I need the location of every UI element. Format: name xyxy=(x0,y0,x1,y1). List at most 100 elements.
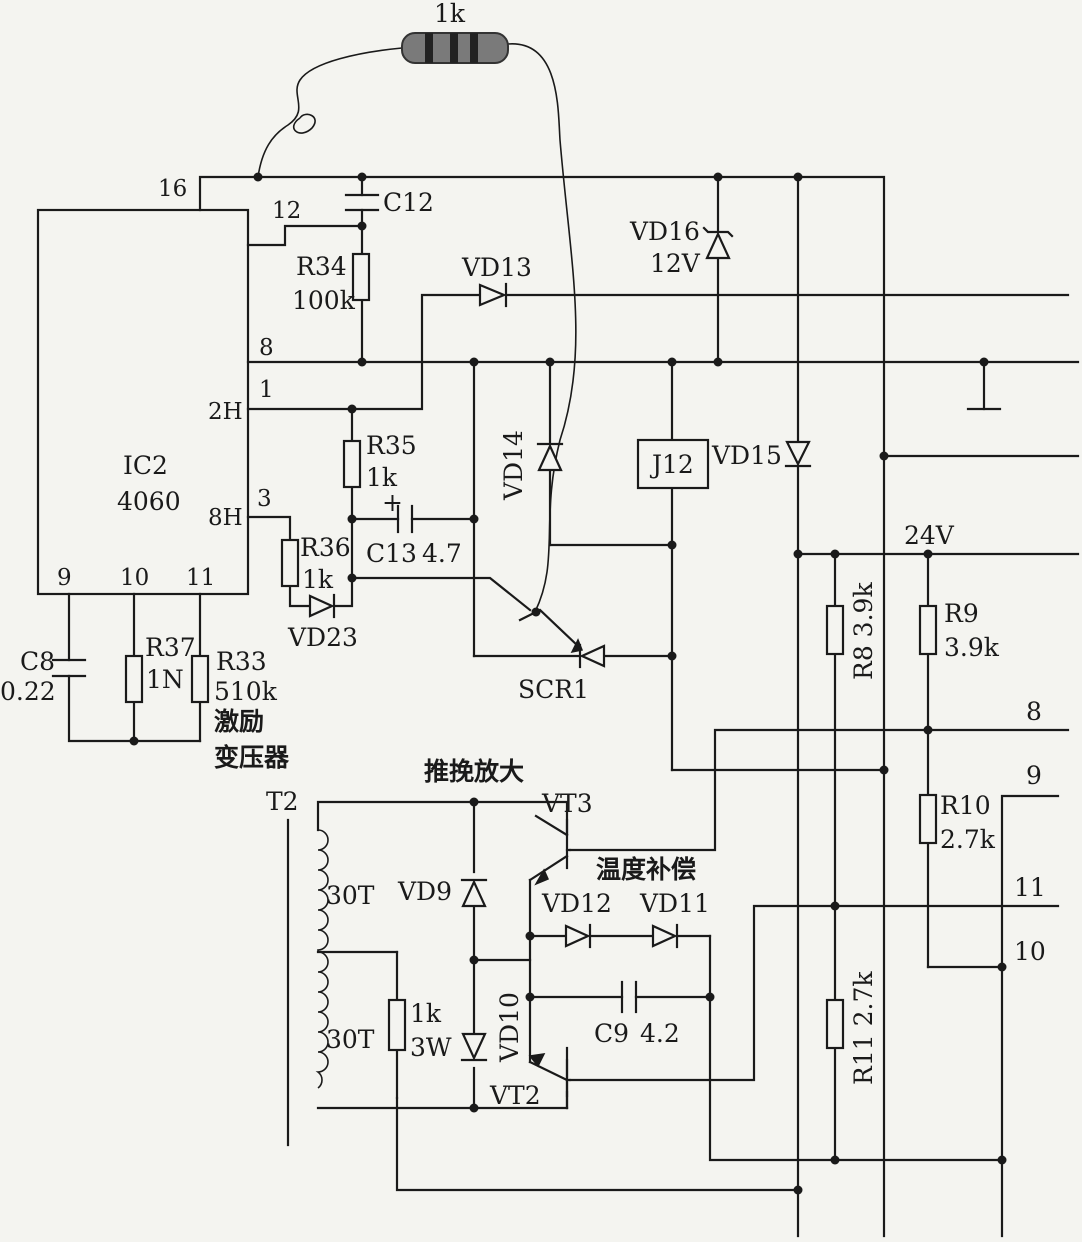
drive-transformer-label-1: 激励 xyxy=(214,707,264,736)
terminal-8: 8 xyxy=(1026,697,1042,726)
r1k3w-value: 1k xyxy=(410,999,442,1028)
ic2-pin-3: 3 xyxy=(257,486,272,512)
capacitor-c9: C9 4.2 xyxy=(594,980,680,1048)
ic2-pin-11: 11 xyxy=(186,565,215,591)
diode-vd9: VD9 xyxy=(397,877,488,908)
r10-value: 2.7k xyxy=(940,825,996,854)
junction-dots xyxy=(129,172,1007,1195)
resistor-r35: R35 1k xyxy=(342,431,417,492)
r36-value: 1k xyxy=(302,565,334,594)
external-1k-resistor: 1k xyxy=(257,0,577,613)
vd16-value: 12V xyxy=(650,249,701,278)
r8-ref: R8 xyxy=(849,645,878,680)
ic2-ref: IC2 xyxy=(123,451,168,480)
r35-ref: R35 xyxy=(366,431,417,460)
r1k3w-power: 3W xyxy=(410,1033,452,1062)
r9-value: 3.9k xyxy=(944,633,1000,662)
r33-ref: R33 xyxy=(216,647,267,676)
c8-ref: C8 xyxy=(20,647,55,676)
diode-vd13: VD13 xyxy=(461,253,532,308)
diode-vd23: VD23 xyxy=(287,593,358,652)
terminal-10: 10 xyxy=(1014,937,1046,966)
ic2-pin-2h: 2H xyxy=(208,399,243,425)
transistor-vt3: VT3 xyxy=(528,789,593,886)
transistor-vt2: VT2 xyxy=(489,1046,572,1110)
resistor-r11: R11 2.7k xyxy=(825,971,878,1085)
t2-turns-top: 30T xyxy=(326,881,375,910)
resistor-r37: R37 1N xyxy=(124,633,196,704)
resistor-r9: R9 3.9k xyxy=(918,599,1000,662)
r33-value: 510k xyxy=(214,677,278,706)
zener-vd16: VD16 12V xyxy=(629,217,734,278)
diode-vd15: VD15 xyxy=(711,440,812,470)
c9-value: 4.2 xyxy=(640,1019,680,1048)
resistor-r10: R10 2.7k xyxy=(918,791,996,854)
transformer-t2: T2 30T 30T xyxy=(266,787,375,1089)
r36-ref: R36 xyxy=(300,533,351,562)
relay-j12: J12 xyxy=(636,438,710,490)
c13-plus: + xyxy=(382,488,403,517)
r34-ref: R34 xyxy=(296,252,347,281)
ic2-chip: IC2 4060 16 12 8 1 2H 3 8H 9 10 11 xyxy=(36,176,301,596)
vd23-label: VD23 xyxy=(287,623,358,652)
c13-value: 4.7 xyxy=(422,539,462,568)
resistor-r33: R33 510k xyxy=(190,647,278,706)
c12-label: C12 xyxy=(383,188,434,217)
capacitor-c8: C8 0.22 xyxy=(0,647,87,706)
capacitor-c12: C12 xyxy=(344,188,434,217)
vd11-label: VD11 xyxy=(639,889,710,918)
t2-turns-bottom: 30T xyxy=(326,1025,375,1054)
j12-label: J12 xyxy=(649,450,694,479)
terminal-9: 9 xyxy=(1026,761,1042,790)
resistor-r36: R36 1k xyxy=(280,533,351,594)
drive-transformer-label-2: 变压器 xyxy=(214,743,290,772)
r11-gap xyxy=(849,1026,878,1034)
r11-value: 2.7k xyxy=(849,971,878,1027)
ic2-pin-1: 1 xyxy=(259,377,274,403)
vd12-label: VD12 xyxy=(541,889,612,918)
diode-vd12: VD12 xyxy=(541,889,612,949)
r37-ref: R37 xyxy=(145,633,196,662)
r35-value: 1k xyxy=(366,463,398,492)
resistor-r34: R34 100k xyxy=(292,252,371,315)
ic2-pin-8h: 8H xyxy=(208,505,243,531)
diode-vd10: VD10 xyxy=(460,992,524,1063)
resistor-r8: R8 3.9k xyxy=(825,582,878,680)
r10-ref: R10 xyxy=(940,791,991,820)
diode-vd14: VD14 xyxy=(499,430,564,501)
r11-ref-value: R11 2.7k xyxy=(849,971,878,1085)
ic2-pin-10: 10 xyxy=(120,565,149,591)
resistor-1k-3w: 1k 3W xyxy=(387,998,452,1062)
r9-ref: R9 xyxy=(944,599,979,628)
ic2-part: 4060 xyxy=(117,487,181,516)
push-pull-label: 推挽放大 xyxy=(424,757,524,786)
ic2-pin-16: 16 xyxy=(158,176,187,202)
capacitor-c13: + C13 4.7 xyxy=(366,488,462,568)
terminal-11: 11 xyxy=(1014,873,1046,902)
vd16-ref: VD16 xyxy=(629,217,700,246)
ic2-pin-12: 12 xyxy=(272,198,301,224)
ic2-pin-9: 9 xyxy=(57,565,72,591)
vd9-label: VD9 xyxy=(397,877,452,906)
vd10-label: VD10 xyxy=(495,992,524,1063)
vt2-label: VT2 xyxy=(489,1081,541,1110)
vt3-label: VT3 xyxy=(541,789,593,818)
supply-24v-label: 24V xyxy=(904,521,955,550)
external-resistor-value: 1k xyxy=(434,0,466,28)
c8-value: 0.22 xyxy=(0,677,56,706)
r8-value: 3.9k xyxy=(849,582,878,638)
scr1-label: SCR1 xyxy=(518,675,589,704)
r37-value: 1N xyxy=(146,665,184,694)
ic2-pin-8: 8 xyxy=(259,335,274,361)
vd13-label: VD13 xyxy=(461,253,532,282)
vd14-label: VD14 xyxy=(499,430,528,501)
r11-ref: R11 xyxy=(849,1034,878,1085)
c9-ref: C9 xyxy=(594,1019,629,1048)
wires xyxy=(67,175,1080,1238)
r34-value: 100k xyxy=(292,286,356,315)
r8-ref-value: R8 3.9k xyxy=(849,582,878,680)
t2-label: T2 xyxy=(266,787,299,816)
vd15-label: VD15 xyxy=(711,441,782,470)
diode-vd11: VD11 xyxy=(639,889,710,949)
